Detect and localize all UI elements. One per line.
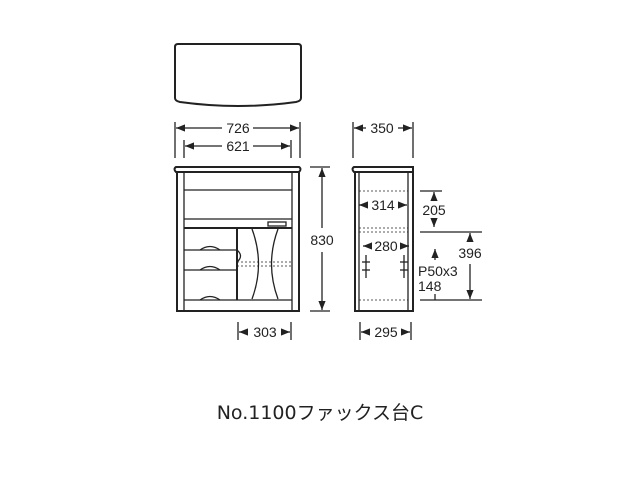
dim-396: 396	[458, 245, 482, 261]
dim-280: 280	[374, 238, 398, 254]
dim-314: 314	[371, 197, 395, 213]
dim-726: 726	[226, 120, 250, 136]
dim-295: 295	[374, 324, 398, 340]
dim-shelf-pitch: P50x3	[418, 263, 458, 279]
side-view	[351, 166, 414, 312]
front-view	[173, 166, 302, 312]
dim-205: 205	[422, 202, 446, 218]
product-caption: No.1100ファックス台C	[216, 402, 424, 424]
dim-350: 350	[370, 120, 394, 136]
dim-830: 830	[310, 232, 334, 248]
dim-148: 148	[418, 278, 442, 294]
dim-621: 621	[226, 138, 250, 154]
top-view	[174, 43, 302, 107]
dimension-arrows	[176, 124, 474, 336]
extension-lines	[174, 122, 482, 340]
dim-303: 303	[253, 324, 277, 340]
